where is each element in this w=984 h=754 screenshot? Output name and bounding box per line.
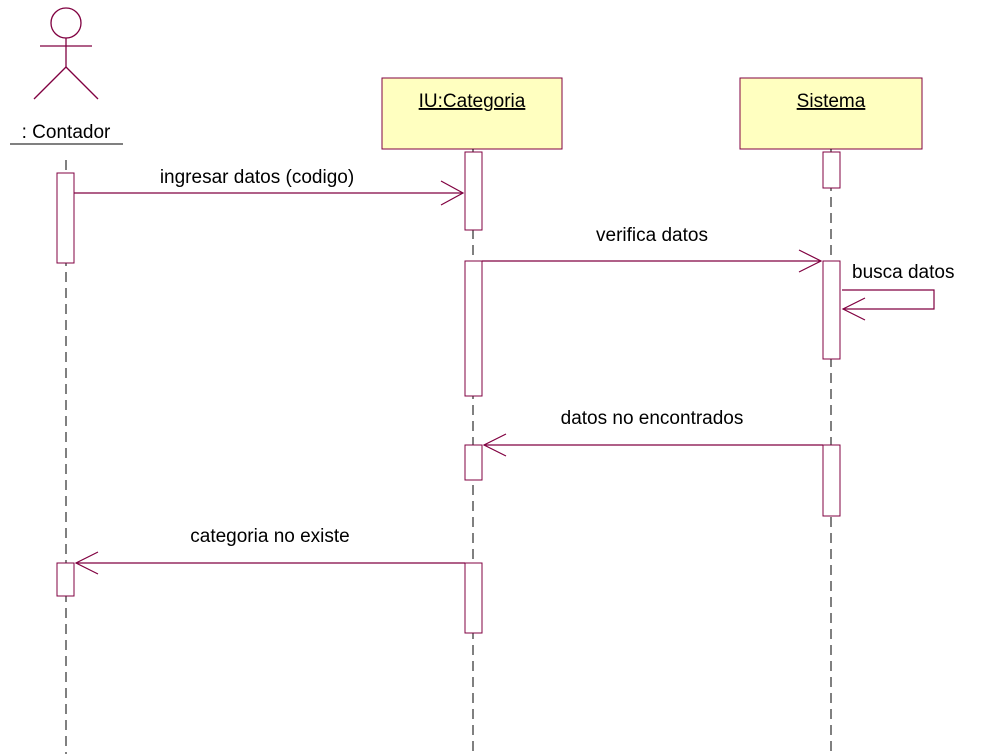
actor-head bbox=[50, 7, 82, 39]
activation-iu-categoria-4 bbox=[464, 562, 483, 634]
actor-left-leg bbox=[33, 66, 67, 100]
arrow-head-icon bbox=[841, 297, 866, 321]
actor-right-leg bbox=[65, 66, 99, 100]
object-box-iu-categoria bbox=[381, 77, 563, 150]
message-label: categoria no existe bbox=[190, 526, 350, 547]
activation-iu-categoria-3 bbox=[464, 444, 483, 481]
object-box-sistema bbox=[739, 77, 923, 150]
activation-sistema-1 bbox=[822, 151, 841, 189]
arrow-head-icon bbox=[482, 433, 507, 457]
message-datos-no-encontrados: datos no encontrados bbox=[482, 408, 823, 457]
message-label: verifica datos bbox=[596, 225, 708, 246]
message-label: datos no encontrados bbox=[561, 408, 744, 429]
actor-contador-figure bbox=[33, 7, 99, 100]
message-verifica-datos: verifica datos bbox=[482, 225, 823, 273]
activation-sistema-2 bbox=[822, 260, 841, 360]
activation-sistema-3 bbox=[822, 444, 841, 517]
message-line bbox=[842, 289, 935, 310]
arrow-head-icon bbox=[440, 180, 465, 206]
message-ingresar-datos: ingresar datos (codigo) bbox=[74, 167, 465, 206]
activation-iu-categoria-2 bbox=[464, 260, 483, 397]
actor-name: : Contador bbox=[22, 122, 111, 143]
activation-contador-1 bbox=[56, 172, 75, 264]
message-label: busca datos bbox=[852, 262, 954, 283]
message-label: ingresar datos (codigo) bbox=[160, 167, 354, 188]
message-busca-datos: busca datos bbox=[841, 262, 954, 321]
arrow-head-icon bbox=[74, 551, 99, 575]
object-name-iu-categoria: IU:Categoria bbox=[419, 91, 526, 112]
activation-contador-2 bbox=[56, 562, 75, 597]
message-categoria-no-existe: categoria no existe bbox=[74, 526, 465, 575]
activation-iu-categoria-1 bbox=[464, 151, 483, 231]
arrow-head-icon bbox=[798, 249, 823, 273]
object-name-sistema: Sistema bbox=[797, 91, 866, 112]
